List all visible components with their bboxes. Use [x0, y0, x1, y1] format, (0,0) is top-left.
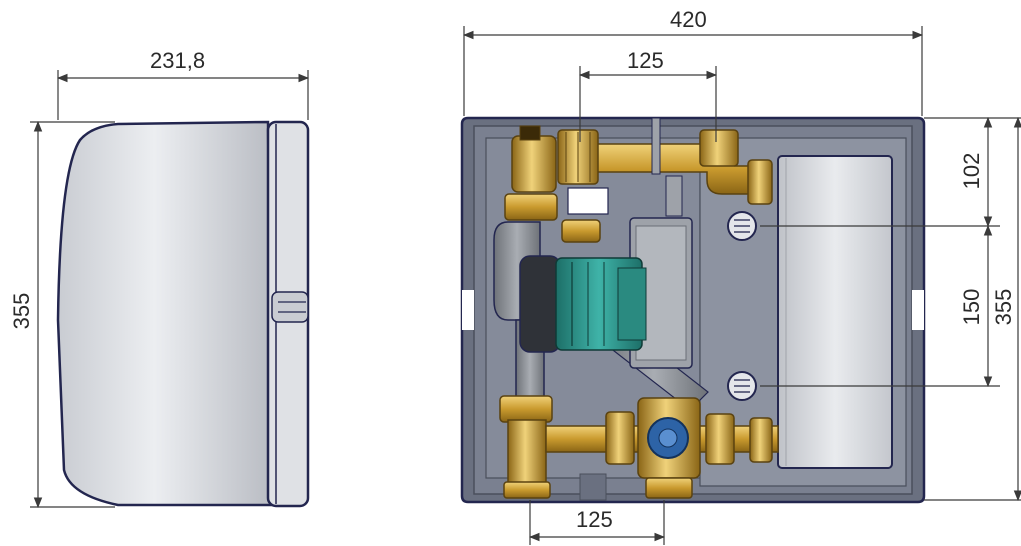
top-left-valve [511, 135, 557, 193]
dim-bottom-spacing: 125 [576, 507, 613, 532]
mount-hole-lower [727, 371, 757, 401]
circulation-pump [519, 255, 647, 353]
dim-mount-spacing: 150 [959, 288, 984, 326]
dim-front-width: 420 [670, 7, 707, 32]
bottom-left-tee [499, 395, 553, 423]
side-housing [56, 120, 274, 507]
mount-hole-upper [727, 211, 757, 241]
side-view [56, 120, 310, 508]
insulation-box [777, 155, 893, 469]
dim-side-height: 355 [9, 292, 34, 330]
side-dimension-lines [30, 70, 310, 509]
dim-top-spacing: 125 [627, 48, 664, 73]
front-dimension-lines [462, 26, 1021, 545]
dim-front-height: 355 [991, 288, 1016, 326]
side-grip [271, 291, 309, 323]
dim-upper-offset: 102 [959, 152, 984, 190]
front-view [460, 116, 926, 504]
dim-side-width: 231,8 [150, 48, 206, 73]
